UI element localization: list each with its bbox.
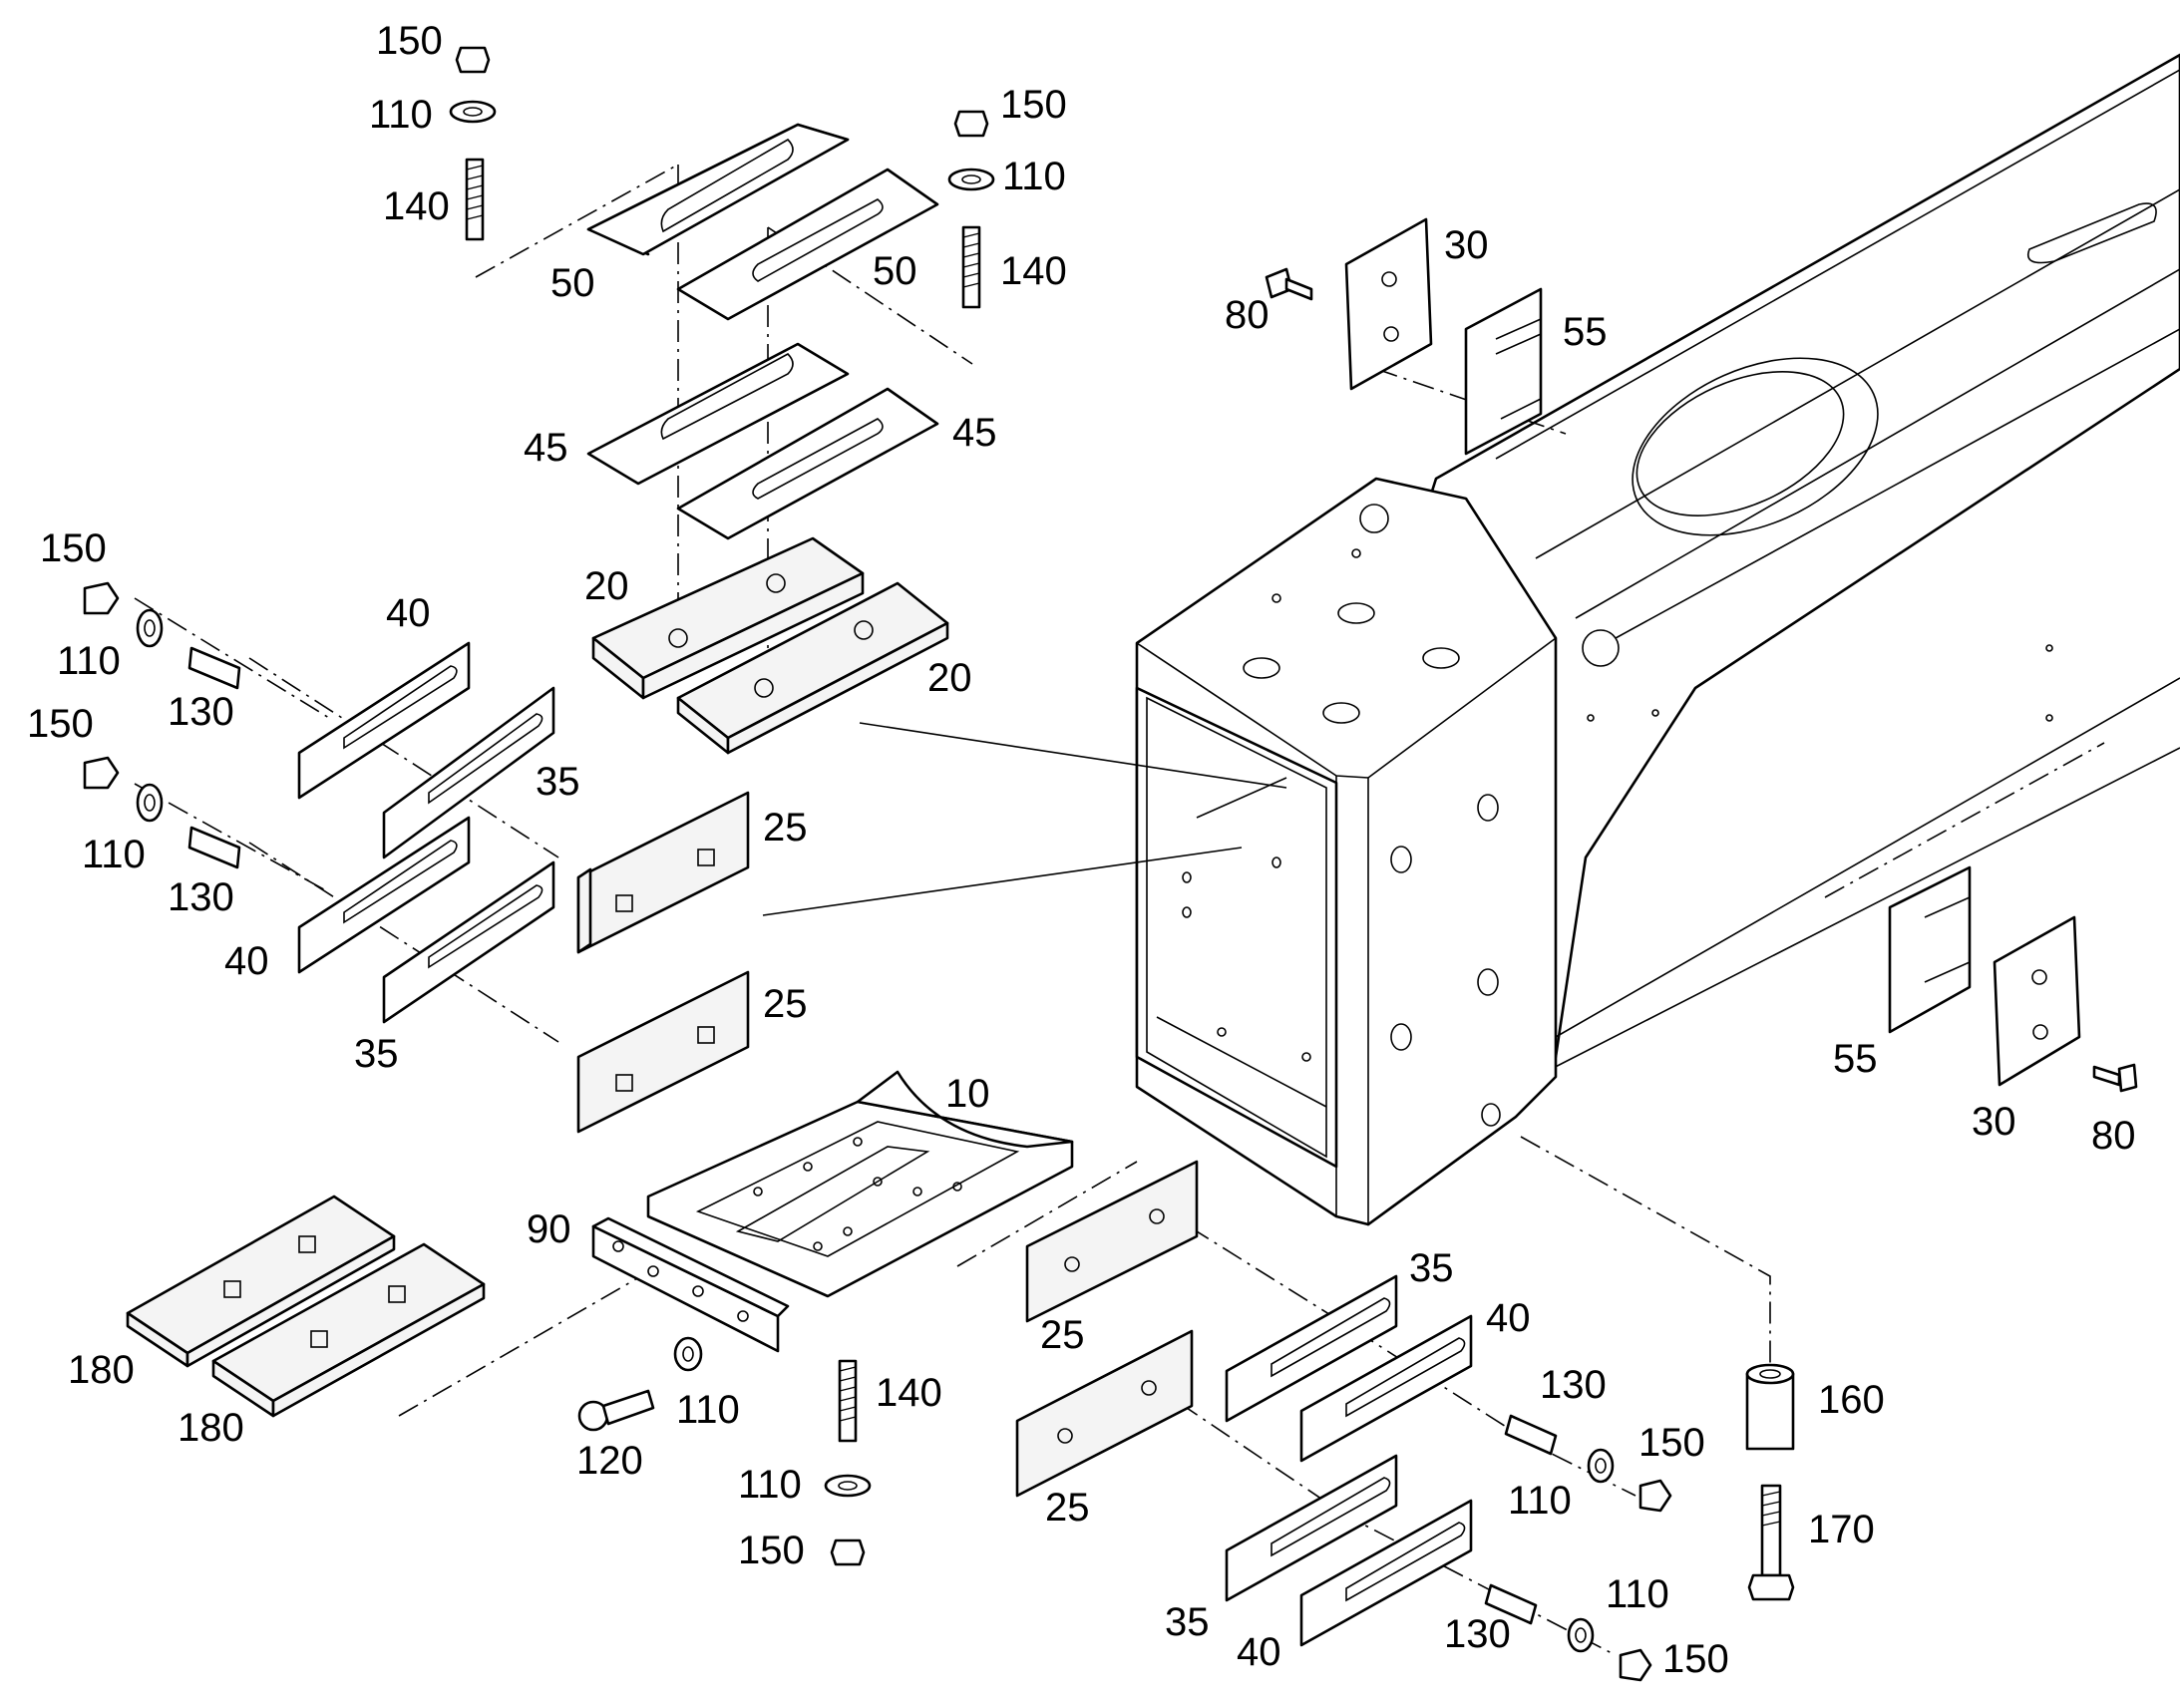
part-45-plates: [586, 342, 939, 540]
callout-130: 130: [1444, 1612, 1511, 1656]
callout-110: 110: [676, 1388, 740, 1432]
callout-35: 35: [536, 760, 580, 804]
part-50-plates: [586, 123, 939, 321]
callout-50: 50: [873, 249, 917, 293]
callout-30: 30: [1444, 223, 1489, 267]
callout-150: 150: [376, 19, 443, 63]
callout-55: 55: [1833, 1037, 1878, 1081]
part-40-side-plates-left: [297, 641, 471, 974]
callout-110: 110: [1606, 1572, 1669, 1616]
callout-40: 40: [224, 939, 269, 983]
callout-25: 25: [1045, 1486, 1090, 1530]
part-80-top: [1265, 267, 1313, 301]
boom-body: [1135, 53, 2180, 1226]
callout-90: 90: [527, 1207, 571, 1251]
part-20-wear-pads: [591, 536, 949, 755]
callout-40: 40: [1237, 1630, 1281, 1674]
part-30-right: [1993, 915, 2081, 1087]
callout-45: 45: [524, 426, 568, 470]
callout-20: 20: [584, 564, 629, 608]
fastener-set-top-left: [449, 46, 497, 241]
part-80-right: [2092, 1063, 2138, 1093]
callout-110: 110: [369, 93, 433, 137]
callout-labels: 150 110 140 50 50 150 110 140 45 45 20 2…: [27, 19, 2136, 1681]
callout-55: 55: [1563, 310, 1608, 354]
part-55-right: [1888, 865, 1972, 1034]
callout-25: 25: [1040, 1313, 1085, 1357]
callout-80: 80: [2091, 1114, 2136, 1158]
part-35-side-plates-left: [382, 686, 555, 1024]
callout-35: 35: [1409, 1246, 1454, 1290]
callout-130: 130: [168, 690, 234, 734]
callout-180: 180: [178, 1406, 244, 1450]
callout-35: 35: [354, 1032, 399, 1076]
callout-80: 80: [1225, 293, 1270, 337]
callout-10: 10: [945, 1072, 990, 1116]
callout-150: 150: [1662, 1637, 1729, 1681]
callout-45: 45: [952, 411, 997, 455]
callout-40: 40: [1486, 1296, 1531, 1340]
callout-120: 120: [576, 1439, 643, 1483]
fastener-sets-bottom-right: [1484, 1414, 1672, 1682]
callout-20: 20: [927, 656, 972, 700]
callout-170: 170: [1808, 1508, 1875, 1551]
callout-30: 30: [1972, 1100, 2016, 1144]
callout-130: 130: [168, 875, 234, 919]
callout-130: 130: [1540, 1363, 1607, 1407]
part-30-top: [1344, 217, 1433, 391]
callout-110: 110: [1002, 155, 1066, 198]
callout-150: 150: [27, 702, 94, 746]
callout-140: 140: [383, 184, 450, 228]
callout-140: 140: [876, 1371, 942, 1415]
callout-110: 110: [738, 1463, 802, 1507]
part-55-top: [1464, 287, 1543, 456]
callout-40: 40: [386, 591, 431, 635]
callout-180: 180: [68, 1348, 135, 1392]
fastener-set-bottom-center: [577, 1336, 872, 1566]
part-180-pads: [126, 1195, 486, 1418]
fastener-sets-left: [83, 581, 241, 869]
callout-25: 25: [763, 806, 808, 850]
callout-35: 35: [1165, 1600, 1210, 1644]
part-25-wear-blocks-left: [576, 791, 750, 1134]
part-10-saddle: [646, 1070, 1074, 1298]
callout-150: 150: [40, 526, 107, 570]
part-160-bushing: [1745, 1363, 1795, 1451]
callout-25: 25: [763, 982, 808, 1026]
callout-140: 140: [1000, 249, 1067, 293]
callout-110: 110: [82, 833, 146, 876]
part-25-wear-blocks-bottom: [1015, 1160, 1199, 1498]
callout-110: 110: [57, 639, 121, 683]
callout-50: 50: [550, 261, 595, 305]
part-170-pin: [1747, 1484, 1795, 1601]
callout-110: 110: [1508, 1479, 1572, 1523]
part-35-40-plates-bottom: [1225, 1274, 1473, 1647]
callout-150: 150: [1638, 1421, 1705, 1465]
callout-150: 150: [738, 1529, 805, 1572]
callout-160: 160: [1818, 1378, 1885, 1422]
fastener-set-top-right: [947, 110, 995, 309]
part-90-bar: [591, 1216, 790, 1353]
boom-holes: [1182, 504, 2053, 1127]
callout-150: 150: [1000, 83, 1067, 127]
